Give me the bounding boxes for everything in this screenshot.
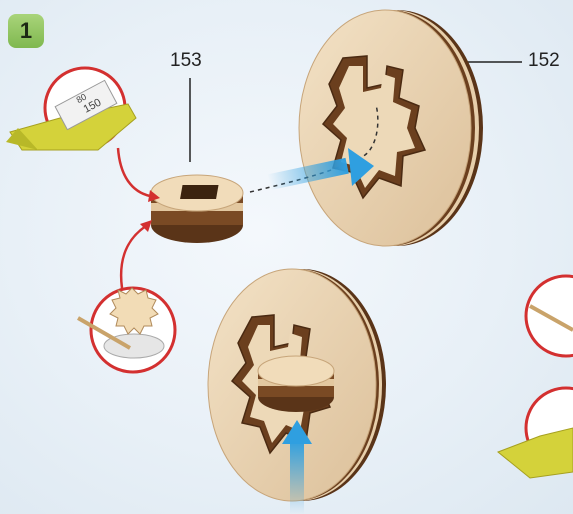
callout-connector-top — [118, 148, 150, 196]
hub-153 — [151, 175, 243, 243]
part-label-153: 153 — [170, 50, 202, 72]
wheel-152 — [299, 10, 483, 246]
step-number-badge: 1 — [8, 14, 44, 48]
sandpaper-callout — [6, 68, 136, 150]
glue-callout — [78, 288, 175, 372]
glue-callout-partial — [526, 276, 573, 356]
callout-connector-bottom — [121, 226, 146, 288]
sandpaper-callout-partial — [498, 388, 573, 478]
part-label-152: 152 — [528, 50, 560, 72]
